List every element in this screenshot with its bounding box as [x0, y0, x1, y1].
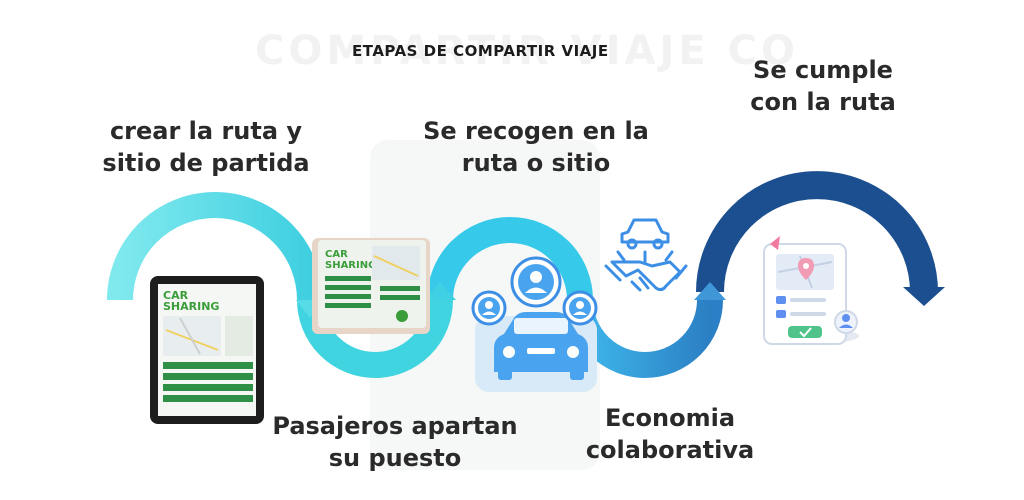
step-1-line2: sitio de partida	[102, 149, 310, 177]
wave-arc-5	[696, 171, 938, 293]
passengers-car-icon	[471, 256, 598, 392]
step-3-label: Se recogen en la ruta o sitio	[416, 115, 656, 179]
phone-brand-line1: CAR	[325, 249, 348, 260]
step-4-line1: Economia	[604, 404, 736, 432]
step-1-label: crear la ruta y sitio de partida	[96, 115, 316, 179]
step-5-label: Se cumple con la ruta	[738, 54, 908, 118]
step-4-label: Economia colaborativa	[570, 402, 770, 466]
step-3-line2: ruta o sitio	[461, 149, 611, 177]
arrow-head-2	[424, 282, 456, 300]
tablet-car-sharing: CAR SHARING	[150, 276, 264, 424]
step-5-line2: con la ruta	[750, 88, 896, 116]
phone-brand-line2: SHARING	[325, 260, 376, 271]
step-1-line1: crear la ruta y	[109, 117, 303, 145]
step-2-line2: su puesto	[328, 444, 462, 472]
step-2-label: Pasajeros apartan su puesto	[270, 410, 520, 474]
wave-arc-3	[427, 217, 593, 301]
tablet-route-complete	[763, 236, 859, 345]
arrow-head-3	[694, 282, 726, 300]
step-2-line1: Pasajeros apartan	[272, 412, 518, 440]
step-3-line1: Se recogen en la	[423, 117, 649, 145]
phone-car-sharing: CAR SHARING	[312, 238, 430, 334]
arrow-head-4	[903, 287, 945, 306]
handshake-car-icon	[604, 218, 688, 292]
watermark-text: COMPARTIR VIAJE CO	[255, 28, 799, 74]
step-5-line1: Se cumple	[753, 56, 893, 84]
tablet-brand-line1: CAR	[163, 289, 189, 302]
tablet-brand-line2: SHARING	[163, 300, 219, 313]
diagram-title: ETAPAS DE COMPARTIR VIAJE	[352, 42, 609, 60]
wave-arc-1	[107, 192, 323, 301]
step-4-line2: colaborativa	[585, 436, 755, 464]
